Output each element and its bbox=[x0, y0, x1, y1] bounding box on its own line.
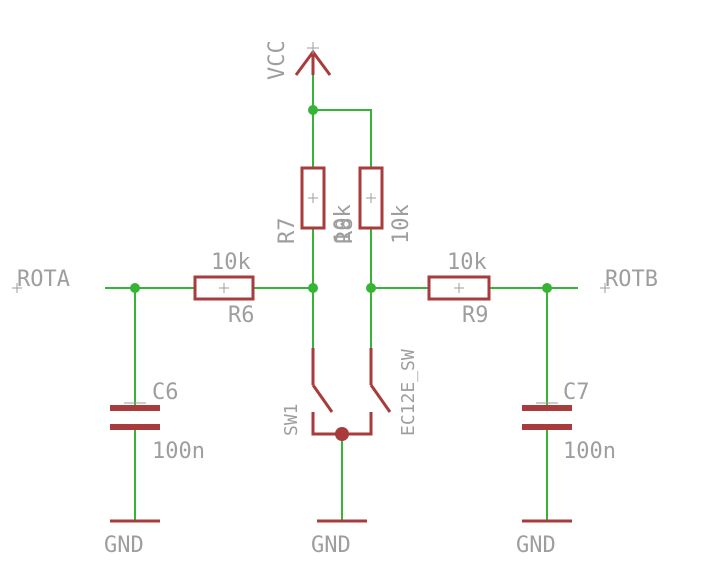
junction-node-a bbox=[308, 283, 318, 293]
wires bbox=[105, 58, 578, 520]
r6-name-label: R6 bbox=[228, 303, 255, 328]
sw1-name-label: SW1 bbox=[281, 403, 302, 436]
r7-name-label: R7 bbox=[275, 218, 300, 245]
junction-node-b bbox=[366, 283, 376, 293]
switch-sw1[interactable] bbox=[311, 348, 392, 441]
resistor-r6[interactable] bbox=[193, 275, 255, 301]
junction-rotb bbox=[542, 283, 552, 293]
junctions bbox=[130, 105, 552, 293]
c6-name-label: C6 bbox=[152, 380, 179, 405]
resistor-r8[interactable] bbox=[358, 166, 384, 230]
capacitor-c6[interactable] bbox=[110, 402, 160, 430]
c6-value-label: 100n bbox=[152, 439, 205, 464]
sw1-value-label: EC12E_SW bbox=[398, 349, 419, 436]
capacitor-c7[interactable] bbox=[522, 402, 572, 430]
r9-value-label: 10k bbox=[447, 250, 487, 275]
junction-vcc bbox=[308, 105, 318, 115]
vcc-label: VCC bbox=[265, 40, 290, 80]
resistor-r7[interactable] bbox=[300, 166, 326, 230]
resistor-r9[interactable] bbox=[427, 275, 491, 301]
gnd-label-center: GND bbox=[311, 533, 351, 558]
rota-label: ROTA bbox=[17, 267, 70, 292]
r6-value-label: 10k bbox=[211, 250, 251, 275]
port-marks bbox=[12, 283, 610, 293]
gnd-label-left: GND bbox=[104, 533, 144, 558]
r8-value-label: 10k bbox=[389, 204, 414, 244]
gnd-label-right: GND bbox=[516, 533, 556, 558]
c7-name-label: C7 bbox=[563, 380, 590, 405]
junction-rota bbox=[130, 283, 140, 293]
r7-value-label: 10k bbox=[331, 204, 356, 244]
c7-value-label: 100n bbox=[563, 439, 616, 464]
r8-name-label: R8 bbox=[333, 218, 358, 245]
r9-name-label: R9 bbox=[462, 303, 489, 328]
rotb-label: ROTB bbox=[605, 267, 658, 292]
vcc-symbol bbox=[294, 42, 332, 76]
wire-vcc-to-r8 bbox=[313, 109, 372, 168]
